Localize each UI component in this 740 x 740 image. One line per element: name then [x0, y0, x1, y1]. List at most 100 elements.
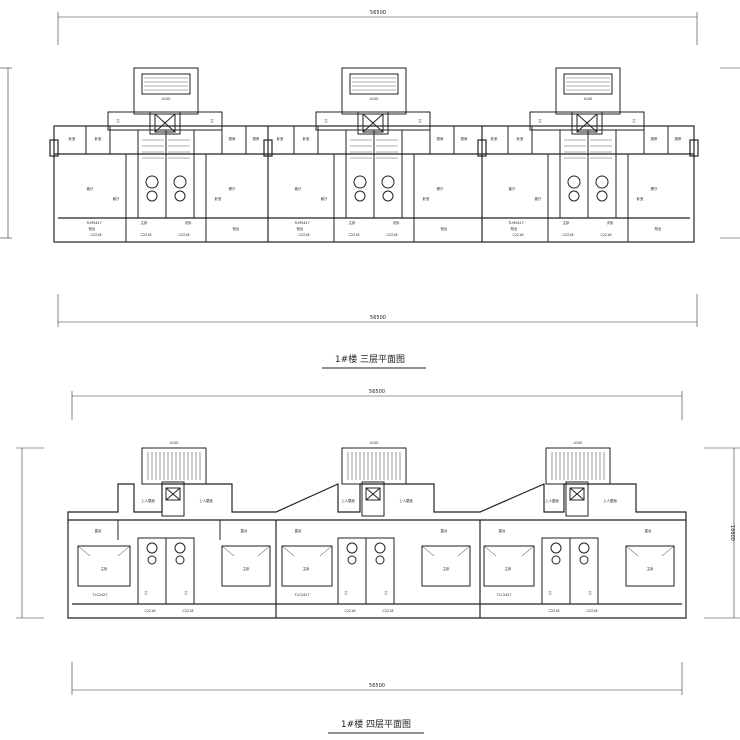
window-label: C2218: [183, 609, 194, 613]
room-label: 阳台: [655, 226, 662, 231]
dimension-top: [71, 391, 683, 420]
room-label: 客厅: [295, 186, 302, 191]
room-label: 客厅: [87, 186, 94, 191]
room-label: 卧室: [517, 136, 524, 141]
window-label: TLM5427: [293, 221, 310, 225]
third-floor-plan: 56500 56500: [0, 10, 740, 369]
room-label: 上人屋面: [199, 498, 213, 503]
roof-dim-label: 4100: [370, 441, 379, 445]
room-label: 上人屋面: [603, 498, 617, 503]
unit-1: 4100 卧室 卧室 客厅 餐厅 主卧 次卧 阳台 阳台 卫 卫 厨房 厨房 客…: [69, 67, 260, 242]
room-label: 卫: [548, 591, 552, 595]
room-label: 厨房: [461, 136, 468, 141]
room-label: 次卧: [607, 220, 614, 225]
window-label: C2218: [513, 233, 524, 237]
unit-1: 4100 上人屋面 上人屋面 露台 露台 卫 卫 主卧 主卧 TLC2427 C…: [77, 441, 271, 613]
room-label: 上人屋面: [141, 498, 155, 503]
room-label: 阳台: [89, 226, 96, 231]
dim-top-label: 56500: [369, 389, 385, 395]
room-label: 露台: [499, 528, 506, 533]
room-label: 卫: [324, 119, 328, 123]
room-label: 主卧: [141, 220, 148, 225]
room-label: 客厅: [113, 196, 120, 201]
room-label: 厨房: [675, 136, 682, 141]
window-label: C2218: [91, 233, 102, 237]
window-label: C2218: [299, 233, 310, 237]
dimension-top: [57, 12, 698, 45]
room-label: 客厅: [535, 196, 542, 201]
unit-2: 4100 上人屋面 上人屋面 露台 露台 卫 卫 主卧 主卧 TLC2427 C…: [281, 441, 471, 613]
stair-dim-label: 4100: [584, 97, 593, 101]
building-outline: [67, 483, 687, 619]
room-label: 露台: [645, 528, 652, 533]
fourth-floor-plan: 56500 16800 56500: [16, 389, 740, 734]
window-label: C2218: [563, 233, 574, 237]
room-label: 卧室: [69, 136, 76, 141]
room-label: 阳台: [233, 226, 240, 231]
room-label: 次卧: [185, 220, 192, 225]
room-label: 阳台: [297, 226, 304, 231]
unit-3: 4100 上人屋面 上人屋面 露台 露台 卫 卫 主卧 主卧 TLC2427 C…: [483, 441, 675, 613]
room-label: 主卧: [303, 566, 310, 571]
window-label: C2218: [179, 233, 190, 237]
dim-top-label: 56500: [370, 10, 386, 16]
room-label: 卫: [344, 591, 348, 595]
room-label: 主卧: [647, 566, 654, 571]
room-label: 餐厅: [651, 186, 658, 191]
dimension-bottom: [71, 662, 683, 695]
window-label: TLC2427: [92, 593, 108, 597]
room-label: 主卧: [101, 566, 108, 571]
room-label: 卫: [588, 591, 592, 595]
window-label: C2218: [145, 609, 156, 613]
window-label: C2218: [587, 609, 598, 613]
room-label: 主卧: [349, 220, 356, 225]
window-label: C2218: [601, 233, 612, 237]
room-label: 卫: [418, 119, 422, 123]
window-label: C2218: [141, 233, 152, 237]
room-label: 卧室: [491, 136, 498, 141]
room-label: 厨房: [651, 136, 658, 141]
window-label: TLC2427: [496, 593, 512, 597]
unit-2: 4100 卧室 卧室 客厅 餐厅 主卧 次卧 阳台 阳台 卫 卫 厨房 厨房 客…: [277, 67, 468, 242]
room-label: 主卧: [505, 566, 512, 571]
room-label: 卫: [384, 591, 388, 595]
room-label: 卫: [538, 119, 542, 123]
unit-3: 4100 卧室 卧室 客厅 餐厅 主卧 次卧 阳台 阳台 卫 卫 厨房 厨房 客…: [491, 67, 682, 242]
drawing-title: 1#楼 三层平面图: [335, 353, 405, 365]
room-label: 卧室: [423, 196, 430, 201]
room-label: 露台: [295, 528, 302, 533]
window-label: C2218: [349, 233, 360, 237]
room-label: 厨房: [253, 136, 260, 141]
stair-dim-label: 4100: [370, 97, 379, 101]
window-label: C2218: [549, 609, 560, 613]
window-label: C2218: [387, 233, 398, 237]
roof-dim-label: 4100: [574, 441, 583, 445]
room-label: 卧室: [637, 196, 644, 201]
dimension-sides: [16, 447, 740, 619]
room-label: 卫: [632, 119, 636, 123]
room-label: 卧室: [277, 136, 284, 141]
room-label: 露台: [95, 528, 102, 533]
room-label: 主卧: [563, 220, 570, 225]
room-label: 露台: [441, 528, 448, 533]
room-label: 厨房: [229, 136, 236, 141]
room-label: 卧室: [303, 136, 310, 141]
dimension-left: [0, 67, 740, 239]
room-label: 露台: [241, 528, 248, 533]
room-label: 卧室: [95, 136, 102, 141]
room-label: 厨房: [437, 136, 444, 141]
room-label: 客厅: [321, 196, 328, 201]
room-label: 卫: [210, 119, 214, 123]
room-label: 阳台: [511, 226, 518, 231]
room-label: 上人屋面: [341, 498, 355, 503]
dim-side-label: 16800: [729, 525, 735, 541]
room-label: 卫: [184, 591, 188, 595]
room-label: 次卧: [393, 220, 400, 225]
room-label: 卫: [116, 119, 120, 123]
room-label: 上人屋面: [545, 498, 559, 503]
room-label: 卫: [144, 591, 148, 595]
drawing-title: 1#楼 四层平面图: [341, 718, 411, 730]
room-label: 卧室: [215, 196, 222, 201]
dim-bottom-label: 56500: [370, 315, 386, 321]
